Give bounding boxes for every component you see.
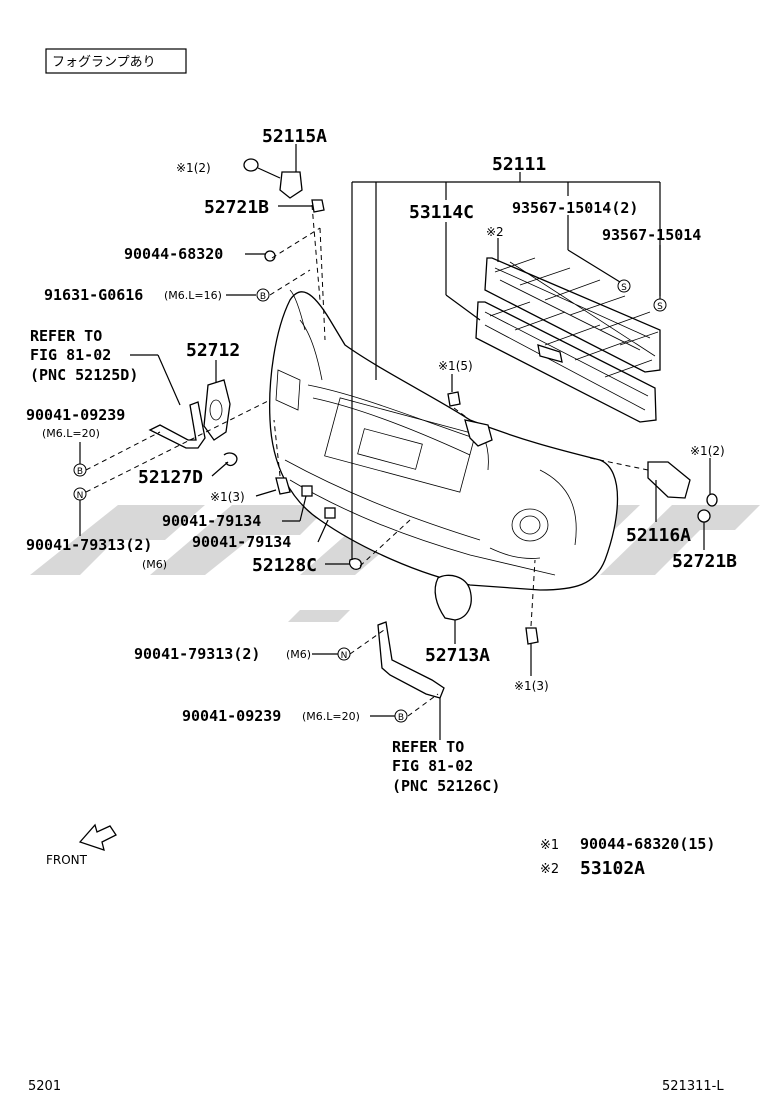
label-refer-bottom-2: FIG 81-02 <box>392 757 473 775</box>
label-52721b-right: 52721B <box>672 551 737 572</box>
label-90041-79313-2-left: 90041-79313(2) <box>26 536 152 554</box>
label-90041-09239-left: 90041-09239 <box>26 406 125 424</box>
label-90041-79313-2-mid: 90041-79313(2) <box>134 645 260 663</box>
code-s-1: S <box>617 279 631 293</box>
label-90041-79313-m6-mid: (M6) <box>286 648 311 661</box>
bumper-cover <box>269 289 619 591</box>
label-90041-79134-a: 90041-79134 <box>162 512 261 530</box>
label-90041-09239-bottom: 90041-09239 <box>182 707 281 725</box>
label-90041-09239-bottom-spec: (M6.L=20) <box>302 710 360 723</box>
code-b-91631: B <box>256 288 270 302</box>
label-93567-15014: 93567-15014 <box>602 226 701 244</box>
side-bracket-52712 <box>203 379 231 441</box>
code-n-left: N <box>73 487 87 501</box>
svg-text:B: B <box>260 292 266 302</box>
reinforcement-left <box>148 401 206 449</box>
svg-text:N: N <box>341 651 348 661</box>
legend-row1-value: 90044-68320(15) <box>580 835 715 853</box>
code-n-mid: N <box>337 647 351 661</box>
label-note1-top-left: ※1(2) <box>176 161 211 175</box>
label-note2-mark: ※2 <box>486 225 504 239</box>
footer-right-code: 521311-L <box>662 1079 724 1094</box>
label-refer-top-1: REFER TO <box>30 327 102 345</box>
fog-cover-52713a <box>434 574 539 645</box>
header-note-text: フォグランプあり <box>52 55 156 70</box>
label-refer-bottom-3: (PNC 52126C) <box>392 777 500 795</box>
code-b-bottom: B <box>394 709 408 723</box>
label-91631-spec: (M6.L=16) <box>164 289 222 302</box>
legend-row2-value: 53102A <box>580 858 645 879</box>
reinforcement-lower <box>377 621 445 699</box>
label-52128c: 52128C <box>252 555 317 576</box>
label-52127d: 52127D <box>138 467 203 488</box>
bracket-52116a <box>647 461 718 523</box>
header-note: フォグランプあり <box>45 48 187 74</box>
label-refer-top-3: (PNC 52125D) <box>30 366 138 384</box>
circle-codes: B B N N B S S <box>73 279 667 723</box>
leader-lines <box>79 144 711 740</box>
svg-text:B: B <box>77 467 83 477</box>
label-91631-g0616: 91631-G0616 <box>44 286 143 304</box>
label-90044-68320: 90044-68320 <box>124 245 223 263</box>
label-note1-3-left: ※1(3) <box>210 490 245 504</box>
grille-lower <box>475 301 657 423</box>
part-labels: 52115A ※1(2) 52721B 52111 53114C 93567-1… <box>26 126 737 867</box>
label-93567-15014-2: 93567-15014(2) <box>512 199 638 217</box>
label-52713a: 52713A <box>425 645 490 666</box>
label-refer-bottom-1: REFER TO <box>392 738 464 756</box>
legend-row2-mark: ※2 <box>540 862 559 877</box>
legend: ※1 90044-68320(15) ※2 53102A <box>540 835 715 879</box>
front-arrow-icon <box>78 823 117 851</box>
clip-parts <box>223 391 493 570</box>
footer: 5201 521311-L <box>28 1079 724 1094</box>
bracket-52115a <box>243 158 325 262</box>
label-note1-right: ※1(2) <box>690 444 725 458</box>
footer-left-code: 5201 <box>28 1079 61 1094</box>
label-52116a: 52116A <box>626 525 691 546</box>
svg-text:N: N <box>77 491 84 501</box>
label-52115a: 52115A <box>262 126 327 147</box>
svg-text:S: S <box>621 283 627 293</box>
label-note1-3-bottom: ※1(3) <box>514 679 549 693</box>
label-note1-5: ※1(5) <box>438 359 473 373</box>
legend-row1-mark: ※1 <box>540 838 559 853</box>
label-front: FRONT <box>46 853 88 867</box>
label-90041-79313-m6-left: (M6) <box>142 558 167 571</box>
label-90041-79134-b: 90041-79134 <box>192 533 291 551</box>
label-refer-top-2: FIG 81-02 <box>30 346 111 364</box>
code-b-left: B <box>73 463 87 477</box>
label-52111: 52111 <box>492 154 546 175</box>
label-52721b-top: 52721B <box>204 197 269 218</box>
label-52712: 52712 <box>186 340 240 361</box>
svg-text:B: B <box>398 713 404 723</box>
label-90041-09239-left-spec: (M6.L=20) <box>42 427 100 440</box>
label-53114c: 53114C <box>409 202 474 223</box>
code-s-2: S <box>653 298 667 312</box>
svg-text:S: S <box>657 302 663 312</box>
grille-upper <box>484 257 661 373</box>
